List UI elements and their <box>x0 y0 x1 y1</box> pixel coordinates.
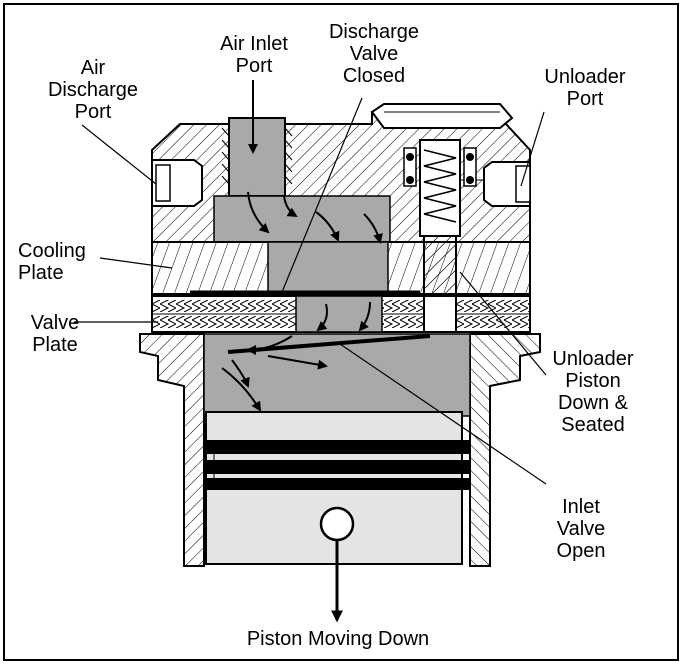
valve-plate-body <box>151 295 531 333</box>
label-air-inlet-port: Air Inlet Port <box>206 33 302 77</box>
label-discharge-valve-closed: Discharge Valve Closed <box>312 21 436 87</box>
label-inlet-valve-open: Inlet Valve Open <box>536 496 626 562</box>
label-line: Port <box>74 101 112 123</box>
label-line: Valve <box>30 312 80 334</box>
label-line: Plate <box>18 262 64 284</box>
label-air-discharge-port: Air Discharge Port <box>38 57 148 123</box>
label-line: Discharge <box>47 79 139 101</box>
leader-lines <box>74 97 547 485</box>
label-line: Closed <box>342 65 406 87</box>
label-line: Air <box>80 57 106 79</box>
wrist-pin <box>319 506 355 542</box>
head-chamber <box>213 195 391 243</box>
label-line: Discharge <box>328 21 420 43</box>
label-piston-moving-down: Piston Moving Down <box>246 628 430 650</box>
airflow-arrows <box>221 80 383 412</box>
piston <box>204 411 470 565</box>
cooling-plate-body <box>151 241 531 295</box>
label-line: Plate <box>32 334 78 356</box>
inlet-passage <box>228 117 286 197</box>
label-unloader-piston-down-seated: Unloader Piston Down & Seated <box>538 348 648 436</box>
label-line: Air Inlet <box>220 33 288 55</box>
label-line: Inlet <box>562 496 600 518</box>
label-line: Valve <box>556 518 606 540</box>
label-line: Piston <box>565 370 621 392</box>
label-line: Cooling <box>18 240 86 262</box>
label-cooling-plate: Cooling Plate <box>18 240 106 284</box>
label-line: Port <box>566 88 604 110</box>
label-line: Seated <box>561 414 625 436</box>
label-line: Unloader <box>552 348 634 370</box>
label-line: Open <box>556 540 606 562</box>
label-valve-plate: Valve Plate <box>18 312 92 356</box>
label-line: Valve <box>349 43 399 65</box>
label-line: Down & <box>557 392 629 414</box>
label-unloader-port: Unloader Port <box>530 66 640 110</box>
label-line: Port <box>235 55 273 77</box>
label-line: Unloader <box>544 66 626 88</box>
